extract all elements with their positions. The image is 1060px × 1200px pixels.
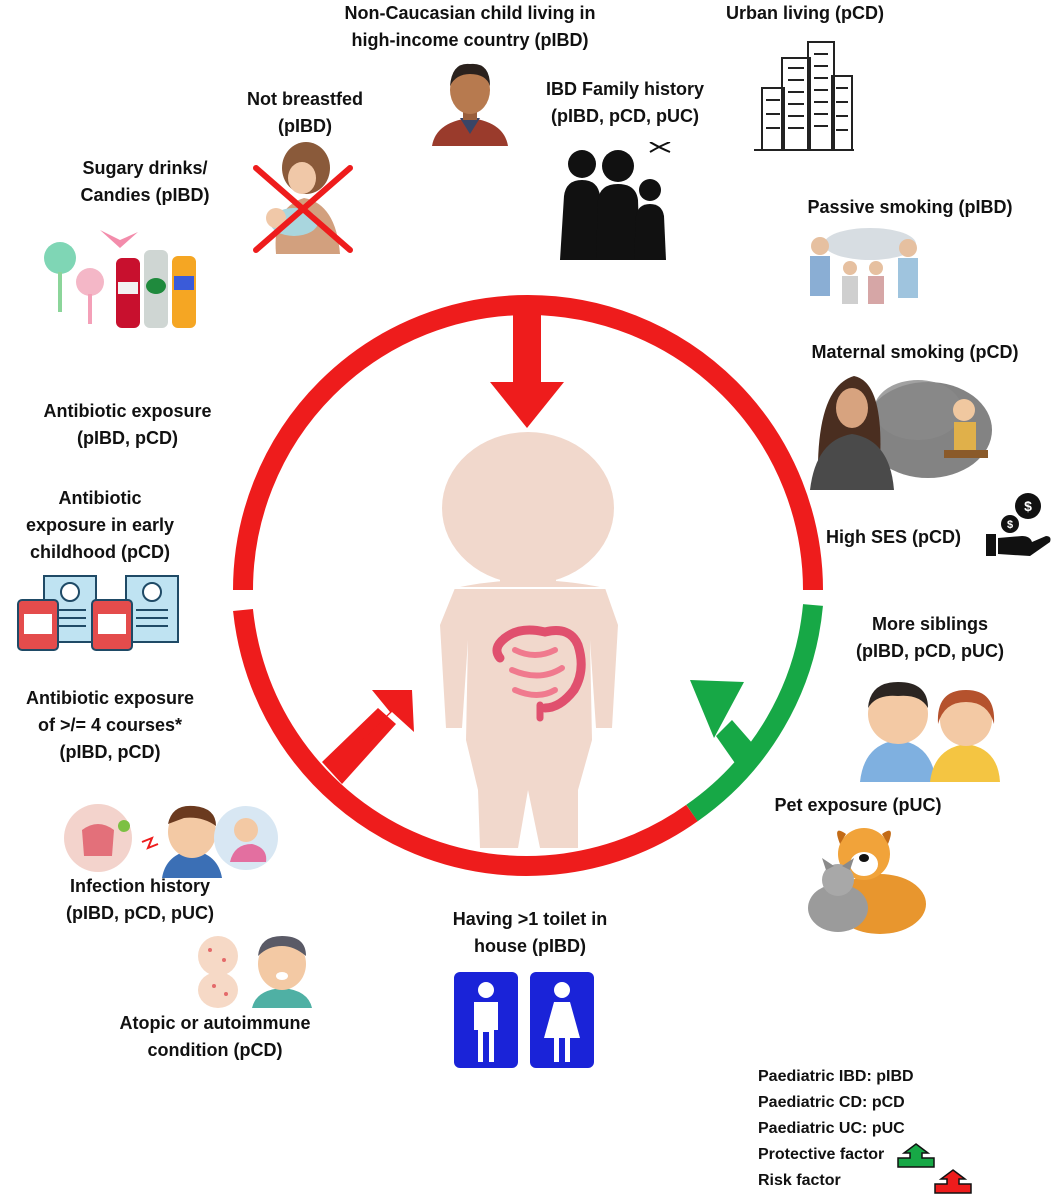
svg-text:$: $ (1007, 519, 1013, 531)
label-line: Antibiotic exposure (43, 401, 212, 421)
label-line: Sugary drinks/ (82, 158, 208, 178)
label-line: Non-Caucasian child living in (344, 3, 596, 23)
label-line: childhood (pCD) (30, 542, 170, 562)
intestine-icon (492, 625, 586, 722)
toilet-signs (454, 972, 594, 1068)
label-line: (pIBD, pCD, pUC) (856, 641, 1004, 661)
infection-icon (64, 804, 278, 878)
label-line: exposure in early (25, 515, 175, 535)
money-hand-icon: $ $ (986, 493, 1051, 556)
breastfeeding-crossed-icon (253, 142, 353, 254)
legend-pcd: Paediatric CD: pCD (758, 1090, 973, 1116)
label-family-history: IBD Family history (pIBD, pCD, pUC) (520, 76, 730, 130)
label-siblings: More siblings (pIBD, pCD, pUC) (830, 611, 1030, 665)
risk-arrow-top (490, 300, 564, 428)
label-line: (pIBD, pCD, pUC) (66, 903, 214, 923)
legend-text: Paediatric UC: pUC (758, 1120, 905, 1137)
label-antibiotic: Antibiotic exposure (pIBD, pCD) (20, 398, 235, 452)
child-silhouette (440, 432, 618, 848)
child-portrait-icon (432, 63, 508, 146)
label-line: of >/= 4 courses* (37, 715, 183, 735)
atopic-condition-icon (198, 936, 312, 1008)
label-line: Urban living (pCD) (726, 3, 884, 23)
label-non-caucasian: Non-Caucasian child living in high-incom… (310, 0, 630, 54)
label-line: Having >1 toilet in (452, 909, 608, 929)
label-line: Antibiotic exposure (25, 688, 195, 708)
label-line: More siblings (871, 614, 988, 634)
label-maternal-smoking: Maternal smoking (pCD) (780, 339, 1050, 366)
family-silhouette-icon (560, 142, 671, 260)
toilet-signs-graphic (454, 972, 594, 1068)
legend-risk: Risk factor (758, 1168, 973, 1194)
legend-puc: Paediatric UC: pUC (758, 1116, 973, 1142)
label-not-breastfed: Not breastfed (pIBD) (210, 86, 400, 140)
label-line: condition (pCD) (147, 1040, 283, 1060)
legend-text: Protective factor (758, 1146, 885, 1163)
label-line: Passive smoking (pIBD) (807, 197, 1013, 217)
label-line: (pIBD) (278, 116, 332, 136)
label-line: Infection history (69, 876, 210, 896)
passive-smoking-icon (810, 228, 918, 304)
legend-text: Risk factor (758, 1172, 841, 1189)
label-atopic: Atopic or autoimmune condition (pCD) (90, 1010, 340, 1064)
label-antibiotic-early: Antibiotic exposure in early childhood (… (10, 485, 190, 566)
siblings-icon (860, 682, 1000, 782)
label-line: Atopic or autoimmune (119, 1013, 311, 1033)
label-line: (pIBD, pCD) (77, 428, 178, 448)
antibiotic-documents-icon (17, 575, 179, 651)
protective-arrow-icon (897, 1143, 936, 1168)
legend-text: Paediatric CD: pCD (758, 1094, 905, 1111)
label-passive-smoking: Passive smoking (pIBD) (780, 194, 1040, 221)
maternal-smoking-icon (810, 376, 992, 490)
label-line: (pIBD, pCD) (59, 742, 161, 762)
protective-arrow (690, 680, 760, 776)
label-toilet: Having >1 toilet in house (pIBD) (430, 906, 630, 960)
label-line: IBD Family history (545, 79, 705, 99)
risk-arrow-bottom-left (322, 690, 414, 784)
legend: Paediatric IBD: pIBD Paediatric CD: pCD … (758, 1064, 973, 1194)
legend-protective: Protective factor (758, 1142, 973, 1168)
label-sugary: Sugary drinks/ Candies (pIBD) (50, 155, 240, 209)
label-antibiotic-courses: Antibiotic exposure of >/= 4 courses* (p… (0, 685, 220, 766)
legend-text: Paediatric IBD: pIBD (758, 1068, 914, 1085)
label-infection: Infection history (pIBD, pCD, pUC) (40, 873, 240, 927)
risk-arrow-icon (933, 1169, 972, 1194)
pet-dog-cat-icon (808, 828, 926, 934)
label-line: Maternal smoking (pCD) (811, 342, 1019, 362)
label-line: Pet exposure (pUC) (774, 795, 942, 815)
label-line: Candies (pIBD) (80, 185, 210, 205)
svg-text:$: $ (1024, 498, 1032, 514)
label-urban: Urban living (pCD) (700, 0, 910, 27)
city-buildings-icon (754, 41, 854, 151)
label-line: high-income country (pIBD) (351, 30, 589, 50)
label-high-ses: High SES (pCD) (826, 524, 986, 551)
label-line: house (pIBD) (474, 936, 586, 956)
label-line: Not breastfed (246, 89, 363, 109)
legend-pibd: Paediatric IBD: pIBD (758, 1064, 973, 1090)
label-line: Antibiotic (58, 488, 142, 508)
sugary-drinks-icon (44, 230, 196, 328)
label-pet: Pet exposure (pUC) (748, 792, 968, 819)
label-line: High SES (pCD) (826, 527, 961, 547)
protective-ring (686, 604, 823, 822)
label-line: (pIBD, pCD, pUC) (551, 106, 699, 126)
